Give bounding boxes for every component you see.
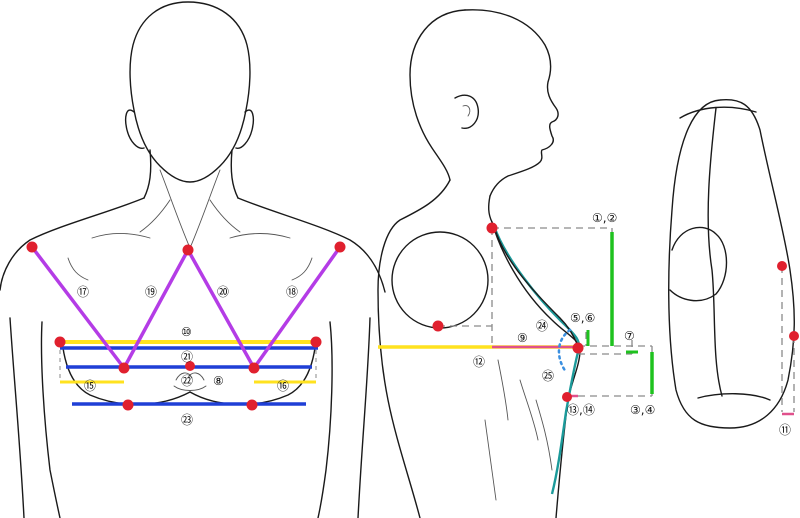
point [248, 362, 260, 374]
point [432, 320, 444, 332]
point [334, 241, 346, 253]
label-23: ㉓ [181, 413, 193, 427]
point [54, 336, 66, 348]
label-21: ㉑ [181, 350, 193, 364]
label-8: ⑧ [213, 374, 224, 388]
point [310, 336, 322, 348]
point [122, 399, 134, 411]
top-view-marks: ⑪ [777, 261, 799, 437]
point [777, 261, 787, 271]
front-labels: ⑰ ⑲ ⑳ ⑱ ⑩ ㉑ ㉒ ⑧ ⑮ ⑯ ㉓ [77, 285, 298, 427]
top-view-figure [668, 98, 795, 429]
point [789, 331, 799, 341]
label-12: ⑫ [473, 355, 485, 369]
label-10: ⑩ [181, 325, 192, 339]
label-25: ㉕ [542, 369, 554, 383]
point [185, 361, 195, 371]
side-points [432, 222, 584, 402]
point [486, 222, 498, 234]
label-20: ⑳ [217, 285, 229, 299]
point [118, 362, 130, 374]
label-13-14: ⑬,⑭ [567, 403, 595, 417]
point [26, 241, 38, 253]
label-9: ⑨ [517, 331, 528, 345]
point [572, 342, 584, 354]
label-5-6: ⑤,⑥ [570, 311, 595, 325]
point [246, 399, 258, 411]
label-19: ⑲ [145, 285, 157, 299]
side-colored-lines [378, 225, 654, 495]
front-points [26, 241, 346, 411]
label-17: ⑰ [77, 285, 89, 299]
label-7: ⑦ [624, 329, 635, 343]
front-view-figure [0, 1, 386, 518]
label-11: ⑪ [779, 423, 791, 437]
side-labels: ①,② ⑤,⑥ ㉔ ⑨ ⑦ ⑫ ㉕ ⑬,⑭ ③,④ [473, 211, 655, 417]
label-22: ㉒ [181, 374, 193, 388]
label-16: ⑯ [277, 379, 289, 393]
label-18: ⑱ [286, 285, 298, 299]
label-24: ㉔ [536, 319, 548, 333]
label-3-4: ③,④ [630, 403, 655, 417]
side-view-figure [377, 9, 581, 518]
point [562, 392, 572, 402]
label-15: ⑮ [84, 379, 96, 393]
label-1-2: ①,② [592, 211, 617, 225]
point [182, 244, 194, 256]
front-purple-lines [30, 245, 342, 370]
